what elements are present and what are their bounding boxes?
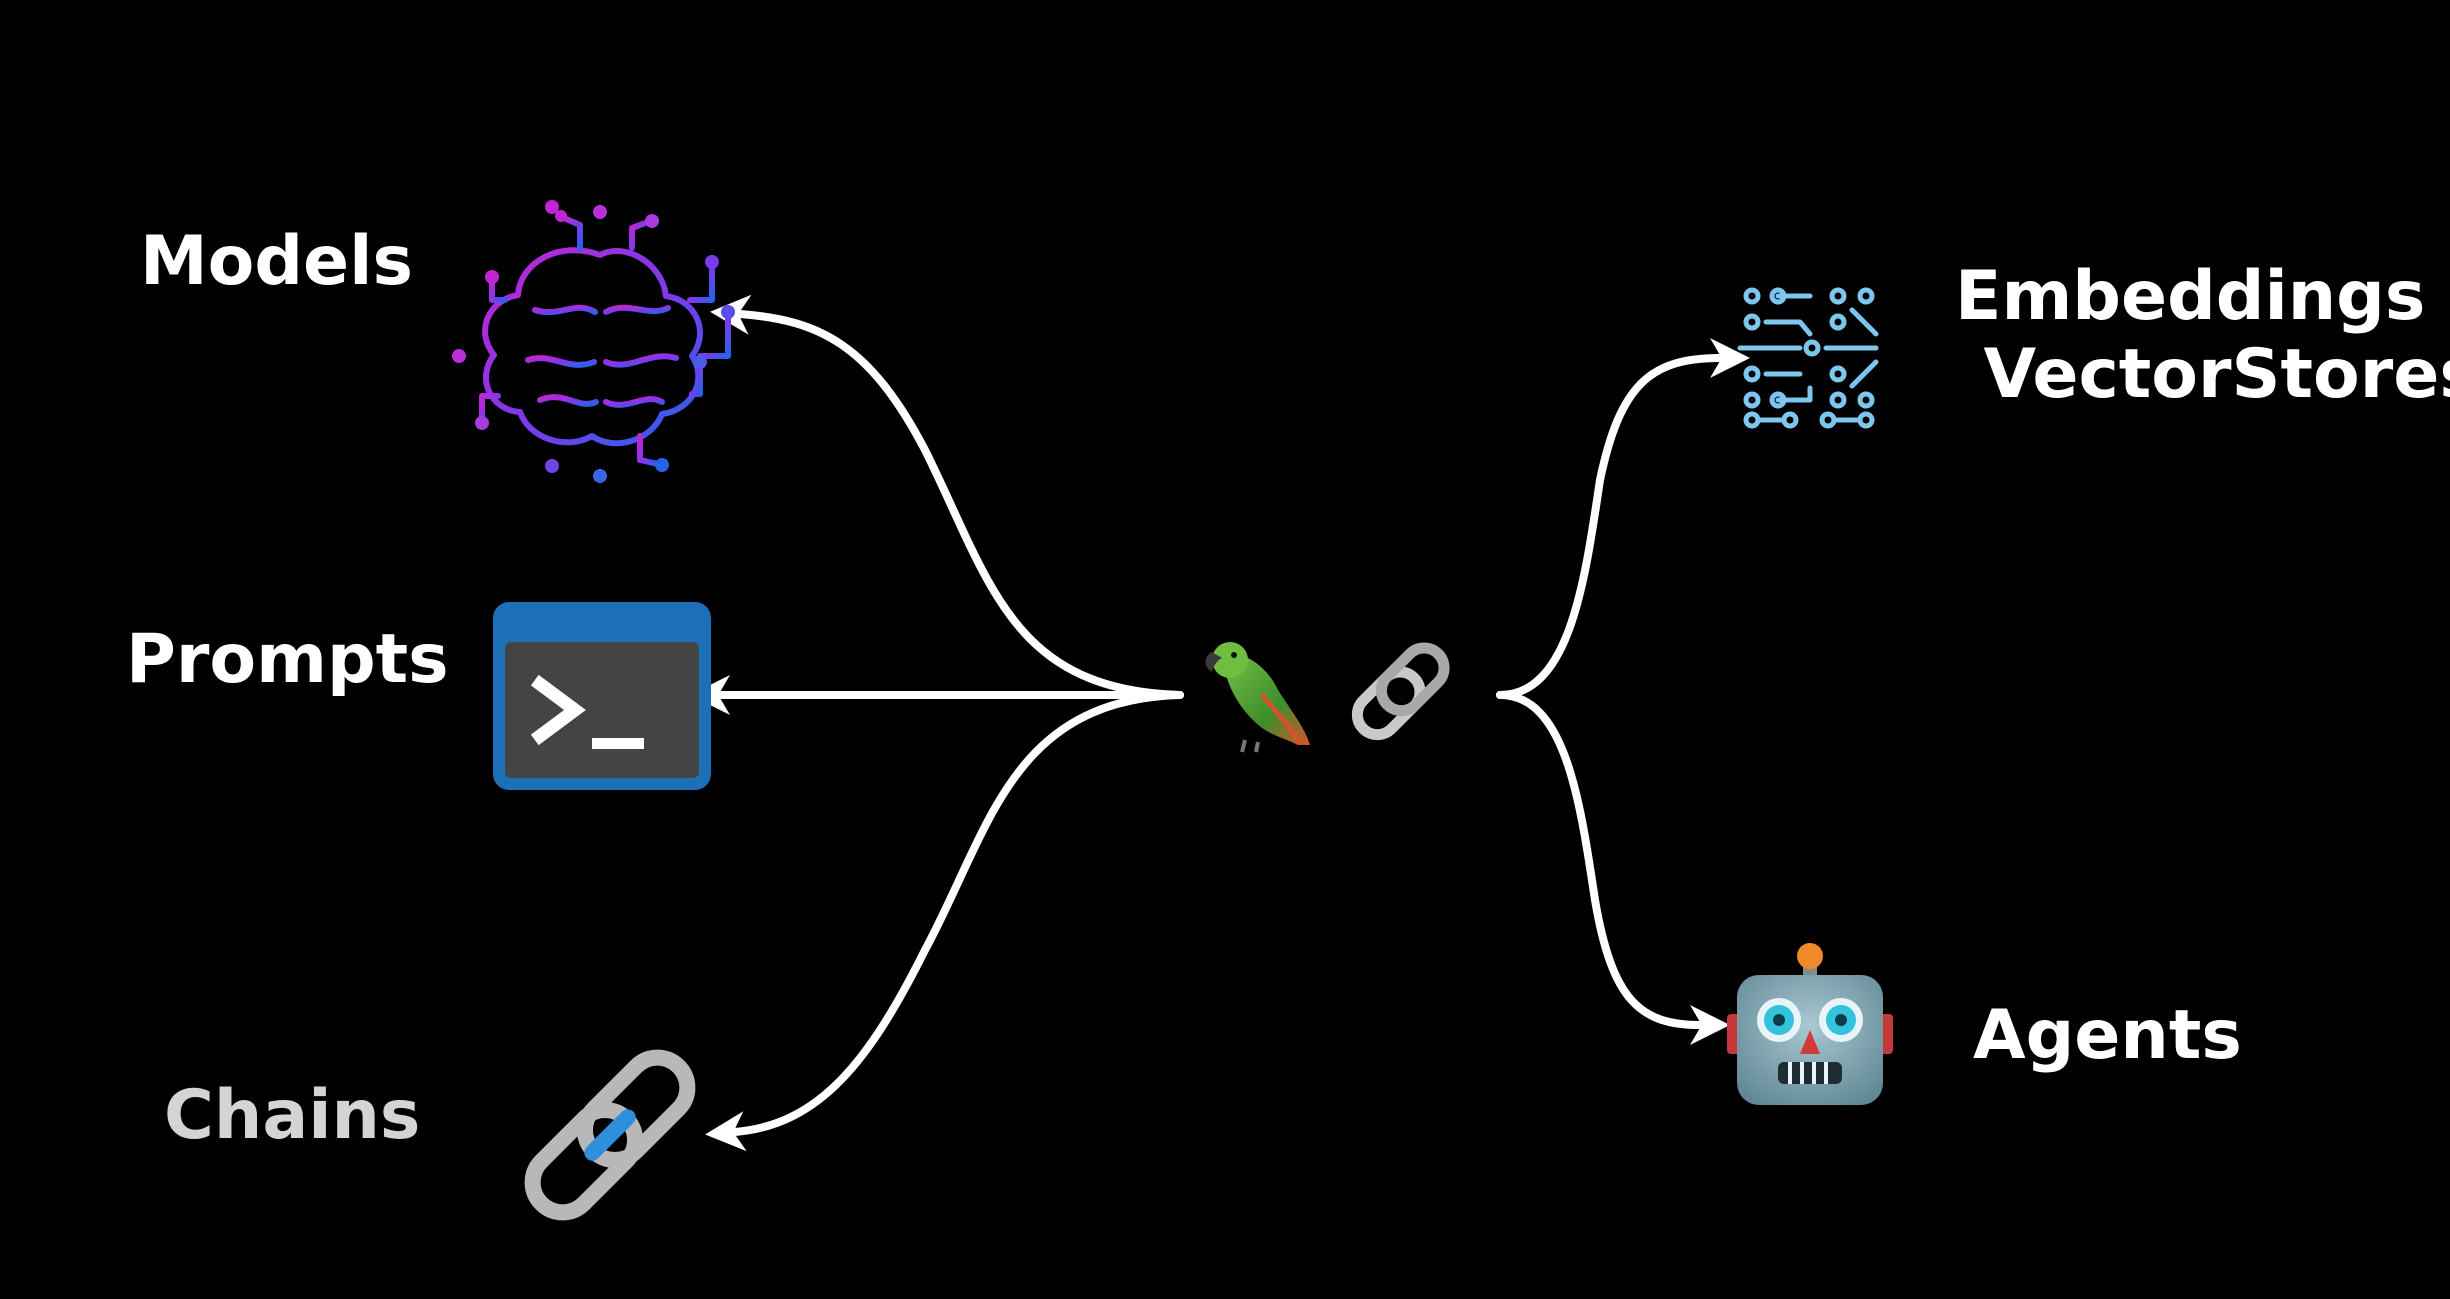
embeddings-label-line1: Embeddings & (1955, 257, 2450, 336)
agents-label: Agents (1973, 996, 2242, 1075)
arrow-to-embeddings (1496, 338, 1750, 699)
embeddings-label-line2: VectorStores (1983, 334, 2450, 414)
arrow-to-agents (1496, 691, 1730, 1045)
neural-brain-icon (459, 207, 731, 475)
terminal-prompt-icon (493, 602, 711, 790)
prompts-label: Prompts (126, 620, 449, 699)
arrow-to-models (710, 294, 1184, 699)
robot-face-icon (1727, 943, 1893, 1105)
brain-nodes (452, 200, 735, 483)
vector-grid-icon (1737, 287, 1879, 429)
connector-arrows (690, 294, 1750, 1152)
chain-link-icon (524, 1049, 696, 1221)
chains-label: Chains (164, 1076, 421, 1155)
parrot-icon (1205, 642, 1310, 753)
models-label: Models (140, 222, 413, 301)
center-chain-link-icon (1351, 642, 1450, 741)
embeddings-vectorstores-label: Embeddings & VectorStores (1955, 258, 2450, 413)
arrow-to-chains (705, 691, 1184, 1152)
